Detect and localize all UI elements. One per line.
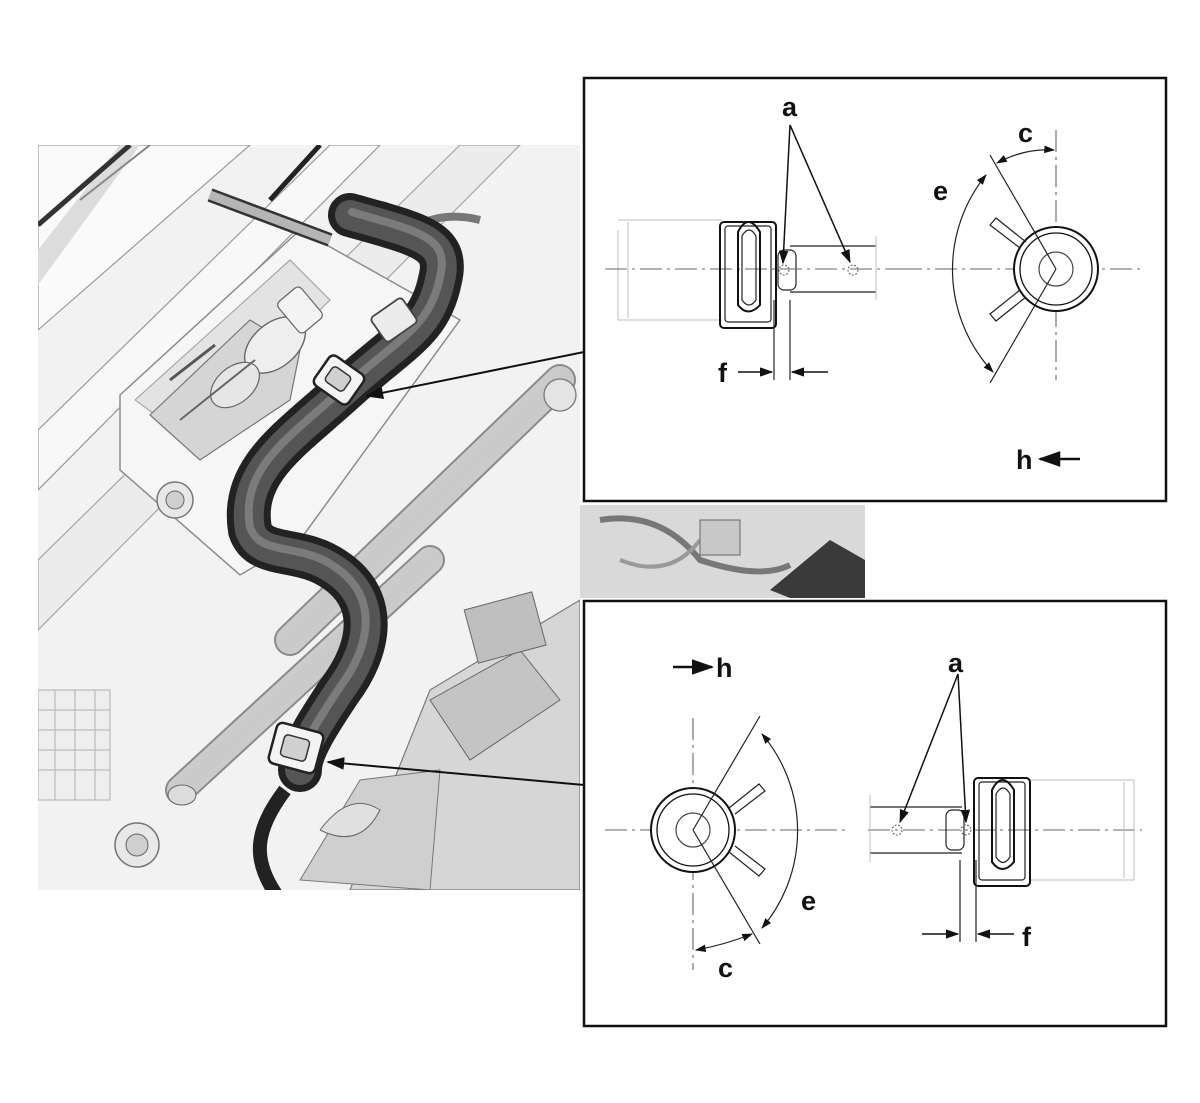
lower-label-f: f xyxy=(1022,922,1032,952)
lower-label-h: h xyxy=(716,653,733,683)
lower-label-c: c xyxy=(718,953,733,983)
engine-components xyxy=(299,505,865,890)
upper-label-h: h xyxy=(1016,445,1033,475)
upper-detail-inset: a f c e h xyxy=(582,76,1168,503)
upper-leader-line xyxy=(365,351,585,399)
upper-label-e: e xyxy=(933,176,948,206)
upper-label-c: c xyxy=(1018,118,1033,148)
pump-assembly xyxy=(149,286,323,461)
lower-detail-inset: h e c a f xyxy=(582,599,1168,1028)
lower-label-a: a xyxy=(948,648,964,678)
lower-hose-clip xyxy=(267,721,325,775)
lower-leader-line xyxy=(326,757,585,786)
upper-label-a: a xyxy=(782,92,798,122)
upper-label-f: f xyxy=(718,358,728,388)
grille-pattern xyxy=(38,689,111,801)
upper-hose-clip xyxy=(312,297,418,406)
lower-label-e: e xyxy=(801,886,816,916)
